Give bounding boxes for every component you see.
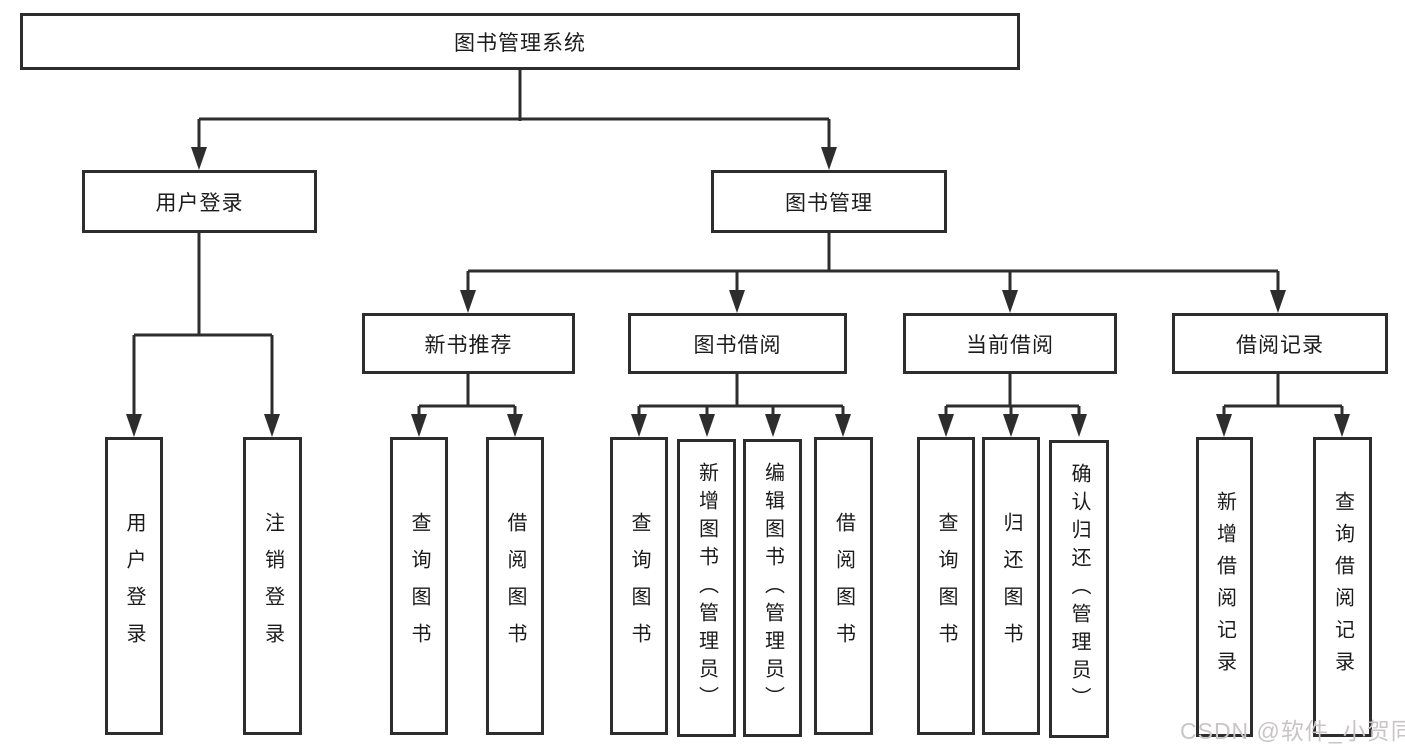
connector-recommend-children	[417, 374, 517, 418]
leaf-records-add-record-label: 新增借阅记录	[1213, 491, 1236, 683]
connector-records-children	[1222, 374, 1344, 418]
arrowhead-current-confirm	[1071, 414, 1087, 437]
arrowhead-borrow-borrow	[835, 414, 851, 437]
leaf-user-login-label: 用户登录	[123, 512, 145, 660]
node-new-book-recommend: 新书推荐	[362, 313, 575, 374]
leaf-records-query-record-label: 查询借阅记录	[1331, 491, 1354, 683]
leaf-user-login: 用户登录	[105, 437, 163, 735]
arrowhead-book-management	[821, 147, 837, 170]
arrowhead-current-borrow	[1002, 290, 1018, 313]
arrowhead-leaf-user-login	[126, 414, 142, 437]
arrowhead-borrow-add	[699, 414, 715, 437]
node-root-label: 图书管理系统	[454, 31, 586, 55]
leaf-borrow-borrow-book: 借阅图书	[814, 437, 873, 735]
node-current-borrow-label: 当前借阅	[966, 333, 1054, 357]
leaf-recommend-query-book: 查询图书	[390, 437, 448, 735]
connector-current-children	[944, 374, 1081, 418]
connector-root-to-level2	[197, 70, 831, 150]
leaf-recommend-query-book-label: 查询图书	[408, 512, 430, 660]
arrowhead-recommend-borrow	[507, 414, 523, 437]
node-book-borrow: 图书借阅	[628, 313, 847, 374]
arrowhead-leaf-logout	[264, 414, 280, 437]
leaf-borrow-add-book-admin: 新增图书（管理员）	[677, 439, 736, 737]
leaf-borrow-edit-book-admin: 编辑图书（管理员）	[743, 439, 802, 737]
node-book-borrow-label: 图书借阅	[693, 333, 782, 357]
watermark-text: CSDN @软件_小贺同学	[1180, 718, 1405, 744]
arrowhead-borrow-records	[1270, 290, 1286, 313]
leaf-current-confirm-return-admin: 确认归还（管理员）	[1049, 440, 1109, 738]
arrowhead-records-add	[1216, 414, 1232, 437]
arrowhead-recommend-query	[411, 414, 427, 437]
arrowhead-new-book-recommend	[460, 290, 476, 313]
arrowhead-book-borrow	[729, 290, 745, 313]
node-book-management: 图书管理	[711, 170, 947, 233]
arrowhead-user-login	[191, 147, 207, 170]
leaf-borrow-query-book-label: 查询图书	[628, 512, 650, 660]
arrowhead-current-return	[1003, 414, 1019, 437]
leaf-logout: 注销登录	[243, 437, 302, 735]
node-borrow-records-label: 借阅记录	[1236, 333, 1324, 357]
node-user-login-label: 用户登录	[155, 191, 244, 215]
node-borrow-records: 借阅记录	[1172, 313, 1388, 374]
leaf-borrow-edit-book-admin-label: 编辑图书（管理员）	[761, 462, 784, 714]
leaf-current-confirm-return-admin-label: 确认归还（管理员）	[1068, 463, 1090, 715]
arrowhead-borrow-edit	[765, 414, 781, 437]
node-current-borrow: 当前借阅	[903, 313, 1117, 374]
node-new-book-recommend-label: 新书推荐	[424, 333, 513, 357]
arrowhead-current-query	[938, 414, 954, 437]
connector-book-management-groups	[466, 232, 1280, 294]
leaf-current-query-book-label: 查询图书	[935, 512, 957, 660]
connector-user-login-children	[132, 232, 274, 418]
leaf-recommend-borrow-book-label: 借阅图书	[504, 512, 526, 660]
arrowhead-borrow-query	[631, 414, 647, 437]
leaf-current-query-book: 查询图书	[917, 437, 975, 735]
node-root: 图书管理系统	[20, 13, 1020, 70]
leaf-logout-label: 注销登录	[261, 512, 284, 660]
connector-borrow-children	[637, 374, 845, 418]
node-book-management-label: 图书管理	[785, 191, 873, 215]
leaf-current-return-book: 归还图书	[982, 437, 1040, 735]
leaf-records-add-record: 新增借阅记录	[1196, 437, 1253, 737]
leaf-recommend-borrow-book: 借阅图书	[486, 437, 544, 735]
leaf-borrow-borrow-book-label: 借阅图书	[832, 512, 855, 660]
leaf-borrow-add-book-admin-label: 新增图书（管理员）	[695, 462, 718, 714]
leaf-current-return-book-label: 归还图书	[1000, 512, 1022, 660]
node-user-login: 用户登录	[82, 170, 317, 233]
arrowhead-records-query	[1334, 414, 1350, 437]
leaf-records-query-record: 查询借阅记录	[1313, 437, 1372, 737]
leaf-borrow-query-book: 查询图书	[610, 437, 668, 735]
